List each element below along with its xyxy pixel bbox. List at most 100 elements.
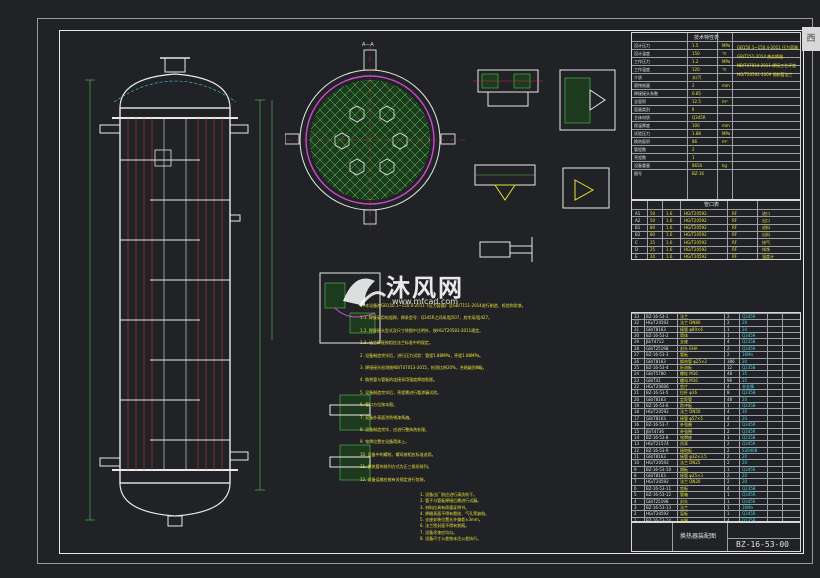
table-cell: 管箱: [680, 492, 688, 498]
table-cell: 29: [634, 339, 640, 345]
table-cell: kg: [722, 163, 727, 168]
table-cell: 进口: [762, 210, 770, 216]
table-cell: 试验压力: [634, 131, 650, 136]
table-cell: 6: [634, 485, 637, 491]
table-cell: 14: [634, 434, 640, 440]
drawing-number: BZ-16-53-00: [736, 540, 789, 549]
table-cell: 设备重量: [634, 163, 650, 168]
watermark-site: www.mfcad.com: [392, 297, 459, 306]
table-cell: 25: [650, 247, 656, 252]
table-cell: 工作温度: [634, 67, 650, 72]
table-cell: Q345R: [742, 422, 756, 428]
table-cell: 4: [727, 409, 730, 415]
table-cell: 4: [727, 517, 730, 523]
table-cell: 2: [727, 345, 730, 351]
table-rule: [632, 209, 800, 210]
table-cell: 1.6: [666, 254, 673, 260]
table-cell: 1.6: [666, 225, 673, 231]
table-cell: 4: [727, 384, 730, 389]
table-cell: 12.5: [692, 99, 701, 104]
table-cell: HG/T20592: [684, 247, 707, 252]
table-cell: B1: [635, 225, 641, 231]
table-rule: [782, 313, 783, 521]
table-cell: 主体材质: [634, 115, 650, 120]
table-cell: 20: [742, 326, 748, 332]
table-rule: [632, 344, 800, 346]
table-cell: 386: [727, 358, 735, 364]
note-line: 1.3. 法兰焊接按相应法兰标准中的规定。: [360, 340, 433, 346]
table-cell: 30: [634, 333, 640, 339]
table-cell: 筒体: [680, 333, 688, 339]
table-cell: GB/T8163: [646, 358, 666, 364]
table-cell: 86: [692, 139, 698, 144]
table-cell: 吊耳: [680, 441, 688, 447]
table-cell: BZ-16-53-10: [646, 466, 672, 472]
table-cell: 28: [634, 345, 640, 351]
table-rule: [632, 465, 800, 467]
table-rule: [632, 351, 800, 353]
table-cell: BZ-16-53-12: [646, 492, 672, 498]
table-rule: [632, 414, 800, 416]
table-cell: HG/T20592: [684, 239, 707, 245]
note-line: 5. 设备制造完毕后，壳程需进行氨渗漏试验。: [360, 389, 442, 395]
technical-requirements: 1. 设备出厂前应进行清洗吹干。2. 管子与管板焊接后需进行试漏。3. 材料应具…: [420, 492, 620, 542]
table-cell: 保温厚度: [634, 123, 650, 128]
table-cell: 定距管: [680, 396, 692, 402]
table-cell: 接管 φ57×5: [680, 415, 703, 421]
table-rule: [632, 89, 800, 90]
table-cell: BZ-16-53-6: [646, 403, 669, 409]
table-cell: GB/T8163: [646, 326, 666, 332]
table-cell: 换热管 φ25×2: [680, 358, 707, 364]
table-rule: [632, 338, 800, 340]
table-cell: 8650: [692, 163, 703, 168]
table-cell: Q235B: [742, 364, 756, 370]
table-cell: 1: [727, 434, 730, 440]
table-cell: 2: [727, 320, 730, 326]
table-rule: [632, 81, 800, 82]
table-rule: [727, 201, 728, 259]
table-cell: 排气: [762, 239, 770, 245]
table-cell: HG/T20592: [684, 210, 707, 216]
table-cell: 1: [727, 511, 730, 517]
table-cell: 1: [692, 155, 695, 160]
table-cell: 非金属: [742, 384, 754, 389]
table-cell: 2: [727, 447, 730, 453]
table-cell: 2: [727, 441, 730, 447]
table-cell: HG/T20592: [646, 511, 669, 517]
table-rule: [632, 459, 800, 461]
table-cell: 法兰: [680, 314, 688, 319]
table-cell: A2: [635, 217, 641, 223]
table-cell: GB/T8163: [646, 415, 666, 421]
table-cell: 50: [650, 217, 656, 223]
table-cell: JB/T4736: [646, 428, 664, 434]
table-cell: 设计压力: [634, 43, 650, 48]
table-cell: 1: [727, 466, 730, 472]
table-rule: [632, 370, 800, 372]
note-line: 7. 设备外表面涂防锈漆两遍。: [360, 414, 414, 420]
standard-ref: HG/T20592-2009 钢制管法兰: [737, 72, 793, 77]
table-cell: RF: [732, 225, 738, 231]
table-cell: 拉杆 φ16: [680, 390, 697, 396]
table-cell: 20: [742, 473, 748, 479]
table-cell: C: [635, 239, 638, 245]
table-cell: 2: [727, 460, 730, 466]
table-rule: [632, 313, 800, 314]
table-cell: HG/T20606: [646, 384, 669, 389]
table-cell: 支腿: [680, 517, 688, 523]
detail-view-flange: [473, 69, 543, 107]
table-cell: Q345R: [742, 428, 756, 434]
table-cell: 120: [692, 67, 700, 72]
table-cell: 10: [634, 460, 640, 466]
table-cell: 防冲板: [680, 403, 692, 409]
table-cell: 0.85: [692, 91, 701, 96]
table-cell: HG/T20592: [646, 460, 669, 466]
side-tab[interactable]: 西: [802, 27, 820, 51]
table-cell: RF: [732, 217, 738, 223]
note-line: 11. 换热管的排列方式为正三角形排列。: [360, 464, 432, 470]
table-rule: [632, 389, 800, 391]
table-cell: GB/T8163: [646, 473, 666, 479]
table-cell: ℃: [722, 51, 727, 56]
table-cell: 容器类别: [634, 107, 650, 112]
